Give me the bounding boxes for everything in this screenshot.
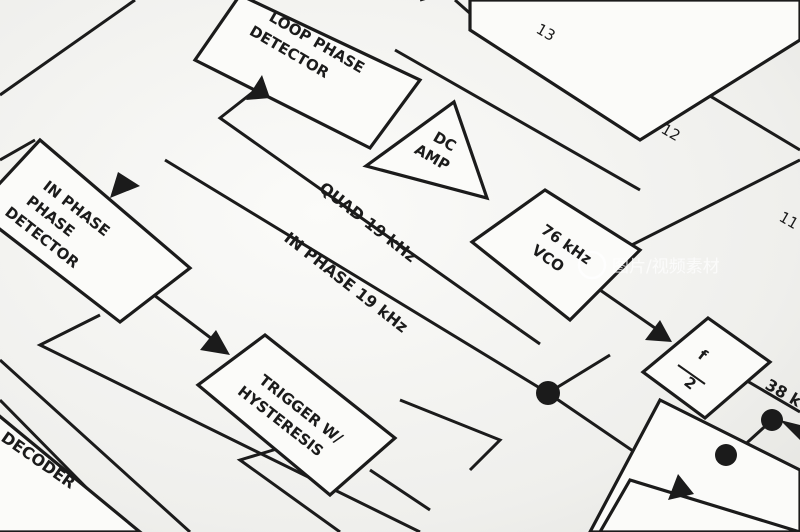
wire-trigger-right (369, 468, 431, 512)
wire-loop-to-vco (394, 48, 641, 192)
arrow-into-detector (110, 172, 140, 198)
junction-dot-38k-1 (761, 409, 783, 431)
wire-trigger-out (236, 443, 341, 532)
wire-vco-to-div (599, 288, 666, 337)
arrows (110, 75, 800, 500)
pin-box-top (468, 0, 800, 142)
wire-detector-trigger (149, 290, 221, 347)
watermark-text: 图片/视频素材 (612, 257, 720, 277)
watermark: 图片/视频素材 (577, 250, 720, 280)
freq-38k-label: 38 k (762, 375, 800, 411)
quad-19khz-label: QUAD 19 kHz (316, 178, 421, 266)
bottom-right-box (588, 397, 800, 532)
junction-dot-38k-2 (715, 444, 737, 466)
wire-left-rail (0, 358, 192, 532)
pin-11-label: 11 (776, 208, 800, 233)
wire-inphase-tail (399, 398, 503, 472)
divider-block: f 2 (640, 315, 773, 421)
in-phase-detector-block: IN PHASE PHASE DETECTOR (0, 137, 193, 325)
wire-in-phase-19 (164, 158, 549, 395)
wire-node-up (547, 353, 611, 395)
arrow-into-trigger (200, 330, 230, 355)
vco-block: 76 kHz VCO (469, 188, 643, 323)
wire-38k (741, 376, 800, 414)
arrow-into-divider (645, 320, 672, 342)
junction-dot-center (536, 381, 560, 405)
arrow-down-right (668, 474, 694, 500)
wire-top-left (0, 0, 136, 97)
arrow-up-loop (246, 75, 270, 100)
wire-quad (519, 328, 541, 346)
arrow-right-38k (780, 420, 800, 440)
loop-phase-detector-block: LOOP PHASE DETECTOR (192, 0, 423, 151)
junction-dots (536, 381, 783, 466)
dc-amp-block: DC AMP (362, 99, 490, 201)
wire-detector-down (36, 313, 421, 532)
wire-loop-feedback (217, 83, 521, 332)
wire-left-diag (0, 138, 36, 162)
